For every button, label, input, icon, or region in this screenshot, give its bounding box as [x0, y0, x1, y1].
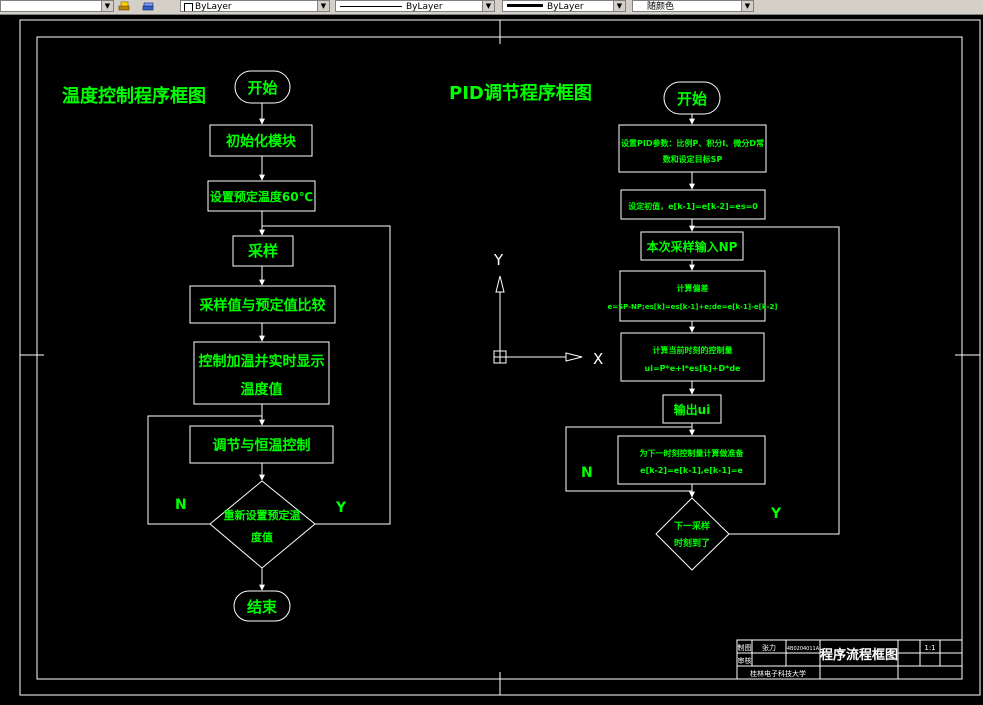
right-y-loop — [692, 226, 840, 535]
right-prepare-label-2: e[k-2]=e[k-1],e[k-1]=e — [640, 466, 743, 475]
pid-flowchart: PID调节程序框图 开始 设置PID参数：比例P、积分I、微分D常 数和设定目标… — [449, 81, 840, 571]
linetype-combo[interactable]: ByLayer ▼ — [335, 0, 495, 12]
tb-drawn-name: 张力 — [762, 643, 776, 652]
left-chart-title: 温度控制程序框图 — [62, 85, 206, 107]
properties-toolbar: ▼ ByLayer ▼ ByLayer ▼ ByLayer ▼ 随颜色 ▼ — [0, 0, 983, 15]
right-calc-label-2: e=SP-NP;es[k]=es[k-1]+e;de=e[k-1]-e[k-2] — [607, 303, 777, 311]
left-sample-box[interactable] — [232, 235, 294, 267]
chevron-down-icon[interactable]: ▼ — [613, 1, 625, 11]
left-init-label: 初始化模块 — [226, 133, 297, 150]
right-decision-diamond[interactable] — [655, 497, 730, 571]
left-n-loop — [147, 415, 262, 525]
right-decision-label-2: 时刻到了 — [674, 537, 710, 549]
left-sample-label: 采样 — [247, 242, 278, 260]
ucs-y-arrow-icon — [495, 275, 505, 293]
linetype-value: ByLayer — [406, 2, 443, 12]
chevron-down-icon[interactable]: ▼ — [482, 1, 494, 11]
ucs-x-arrow-icon — [565, 352, 583, 362]
plotstyle-value: 随颜色 — [647, 2, 675, 12]
right-calc-label-1: 计算偏差 — [677, 283, 709, 293]
right-n-label: N — [581, 465, 593, 481]
linetype-preview-icon — [340, 6, 402, 7]
tb-drawn-label: 制图 — [738, 643, 752, 652]
ucs-x-label: X — [593, 350, 603, 368]
color-swatch-icon — [184, 3, 193, 11]
right-init-box[interactable] — [620, 189, 766, 220]
left-decision-label-1: 重新设置预定温 — [224, 508, 301, 522]
chevron-down-icon[interactable]: ▼ — [741, 1, 753, 11]
left-compare-label: 采样值与预定值比较 — [199, 297, 326, 314]
left-init-box[interactable] — [209, 124, 313, 157]
right-init-label: 设定初值，e[k-1]=e[k-2]=es=0 — [628, 201, 758, 211]
right-params-box[interactable] — [618, 124, 767, 173]
right-control-box[interactable] — [620, 332, 765, 382]
right-prepare-label-1: 为下一时刻控制量计算做准备 — [640, 448, 745, 458]
layer-previous-icon[interactable] — [142, 1, 154, 11]
left-n-label: N — [175, 497, 187, 513]
right-sample-label: 本次采样输入NP — [647, 239, 738, 254]
right-start-label: 开始 — [677, 90, 707, 108]
right-prepare-box[interactable] — [617, 435, 766, 485]
left-decision-label-2: 度值 — [251, 530, 273, 544]
right-y-label: Y — [770, 506, 782, 522]
layer-manager-icon[interactable] — [118, 1, 130, 11]
left-end-label: 结束 — [247, 598, 278, 616]
right-n-loop — [565, 426, 693, 492]
left-y-loop — [262, 225, 391, 525]
right-control-label-2: ui=P*e+I*es[k]+D*de — [645, 364, 742, 373]
left-adjust-label: 调节与恒温控制 — [213, 437, 311, 454]
right-decision-label-1: 下一采样 — [674, 520, 710, 532]
lineweight-value: ByLayer — [547, 2, 584, 12]
drawing-canvas[interactable]: 温度控制程序框图 开始 初始化模块 设置预定温度60℃ 采样 采样值与预定值比较… — [0, 14, 983, 705]
right-params-label-2: 数和设定目标SP — [663, 154, 723, 164]
right-output-label: 输出ui — [674, 402, 711, 417]
chevron-down-icon[interactable]: ▼ — [317, 1, 329, 11]
unknown-combo[interactable]: ▼ — [0, 0, 114, 12]
layer-combo[interactable]: ByLayer ▼ — [180, 0, 330, 12]
tb-drawing-number: 4B0204011A — [787, 646, 820, 652]
left-start-label: 开始 — [247, 79, 277, 97]
title-block: 制图 张力 4B0204011A 程序流程框图 1:1 审核 桂林电子科技大学 — [736, 639, 963, 680]
chevron-down-icon[interactable]: ▼ — [101, 1, 113, 11]
right-calc-box[interactable] — [619, 270, 766, 322]
ucs-icon: Y X — [493, 251, 603, 368]
plotstyle-combo[interactable]: 随颜色 ▼ — [632, 0, 754, 12]
lineweight-combo[interactable]: ByLayer ▼ — [502, 0, 626, 12]
right-params-label-1: 设置PID参数：比例P、积分I、微分D常 — [621, 138, 764, 148]
lineweight-preview-icon — [507, 4, 543, 7]
left-decision-diamond[interactable] — [209, 480, 316, 569]
temperature-flowchart: 温度控制程序框图 开始 初始化模块 设置预定温度60℃ 采样 采样值与预定值比较… — [62, 70, 391, 622]
left-set-temp-label: 设置预定温度60℃ — [210, 189, 313, 204]
right-control-label-1: 计算当前时刻的控制量 — [653, 345, 733, 355]
left-control-label-2: 温度值 — [241, 381, 283, 398]
tb-school: 桂林电子科技大学 — [750, 669, 806, 678]
right-chart-title: PID调节程序框图 — [449, 82, 592, 104]
layer-value: ByLayer — [195, 2, 232, 12]
left-end-node[interactable] — [233, 590, 291, 622]
tb-title: 程序流程框图 — [820, 647, 898, 663]
tb-scale: 1:1 — [924, 644, 935, 652]
drawing-frame — [19, 19, 981, 696]
tb-checked-label: 审核 — [738, 656, 752, 665]
left-y-label: Y — [335, 500, 347, 516]
left-control-label-1: 控制加温并实时显示 — [199, 353, 325, 370]
title-block-frame — [736, 639, 963, 680]
ucs-y-label: Y — [493, 251, 504, 269]
